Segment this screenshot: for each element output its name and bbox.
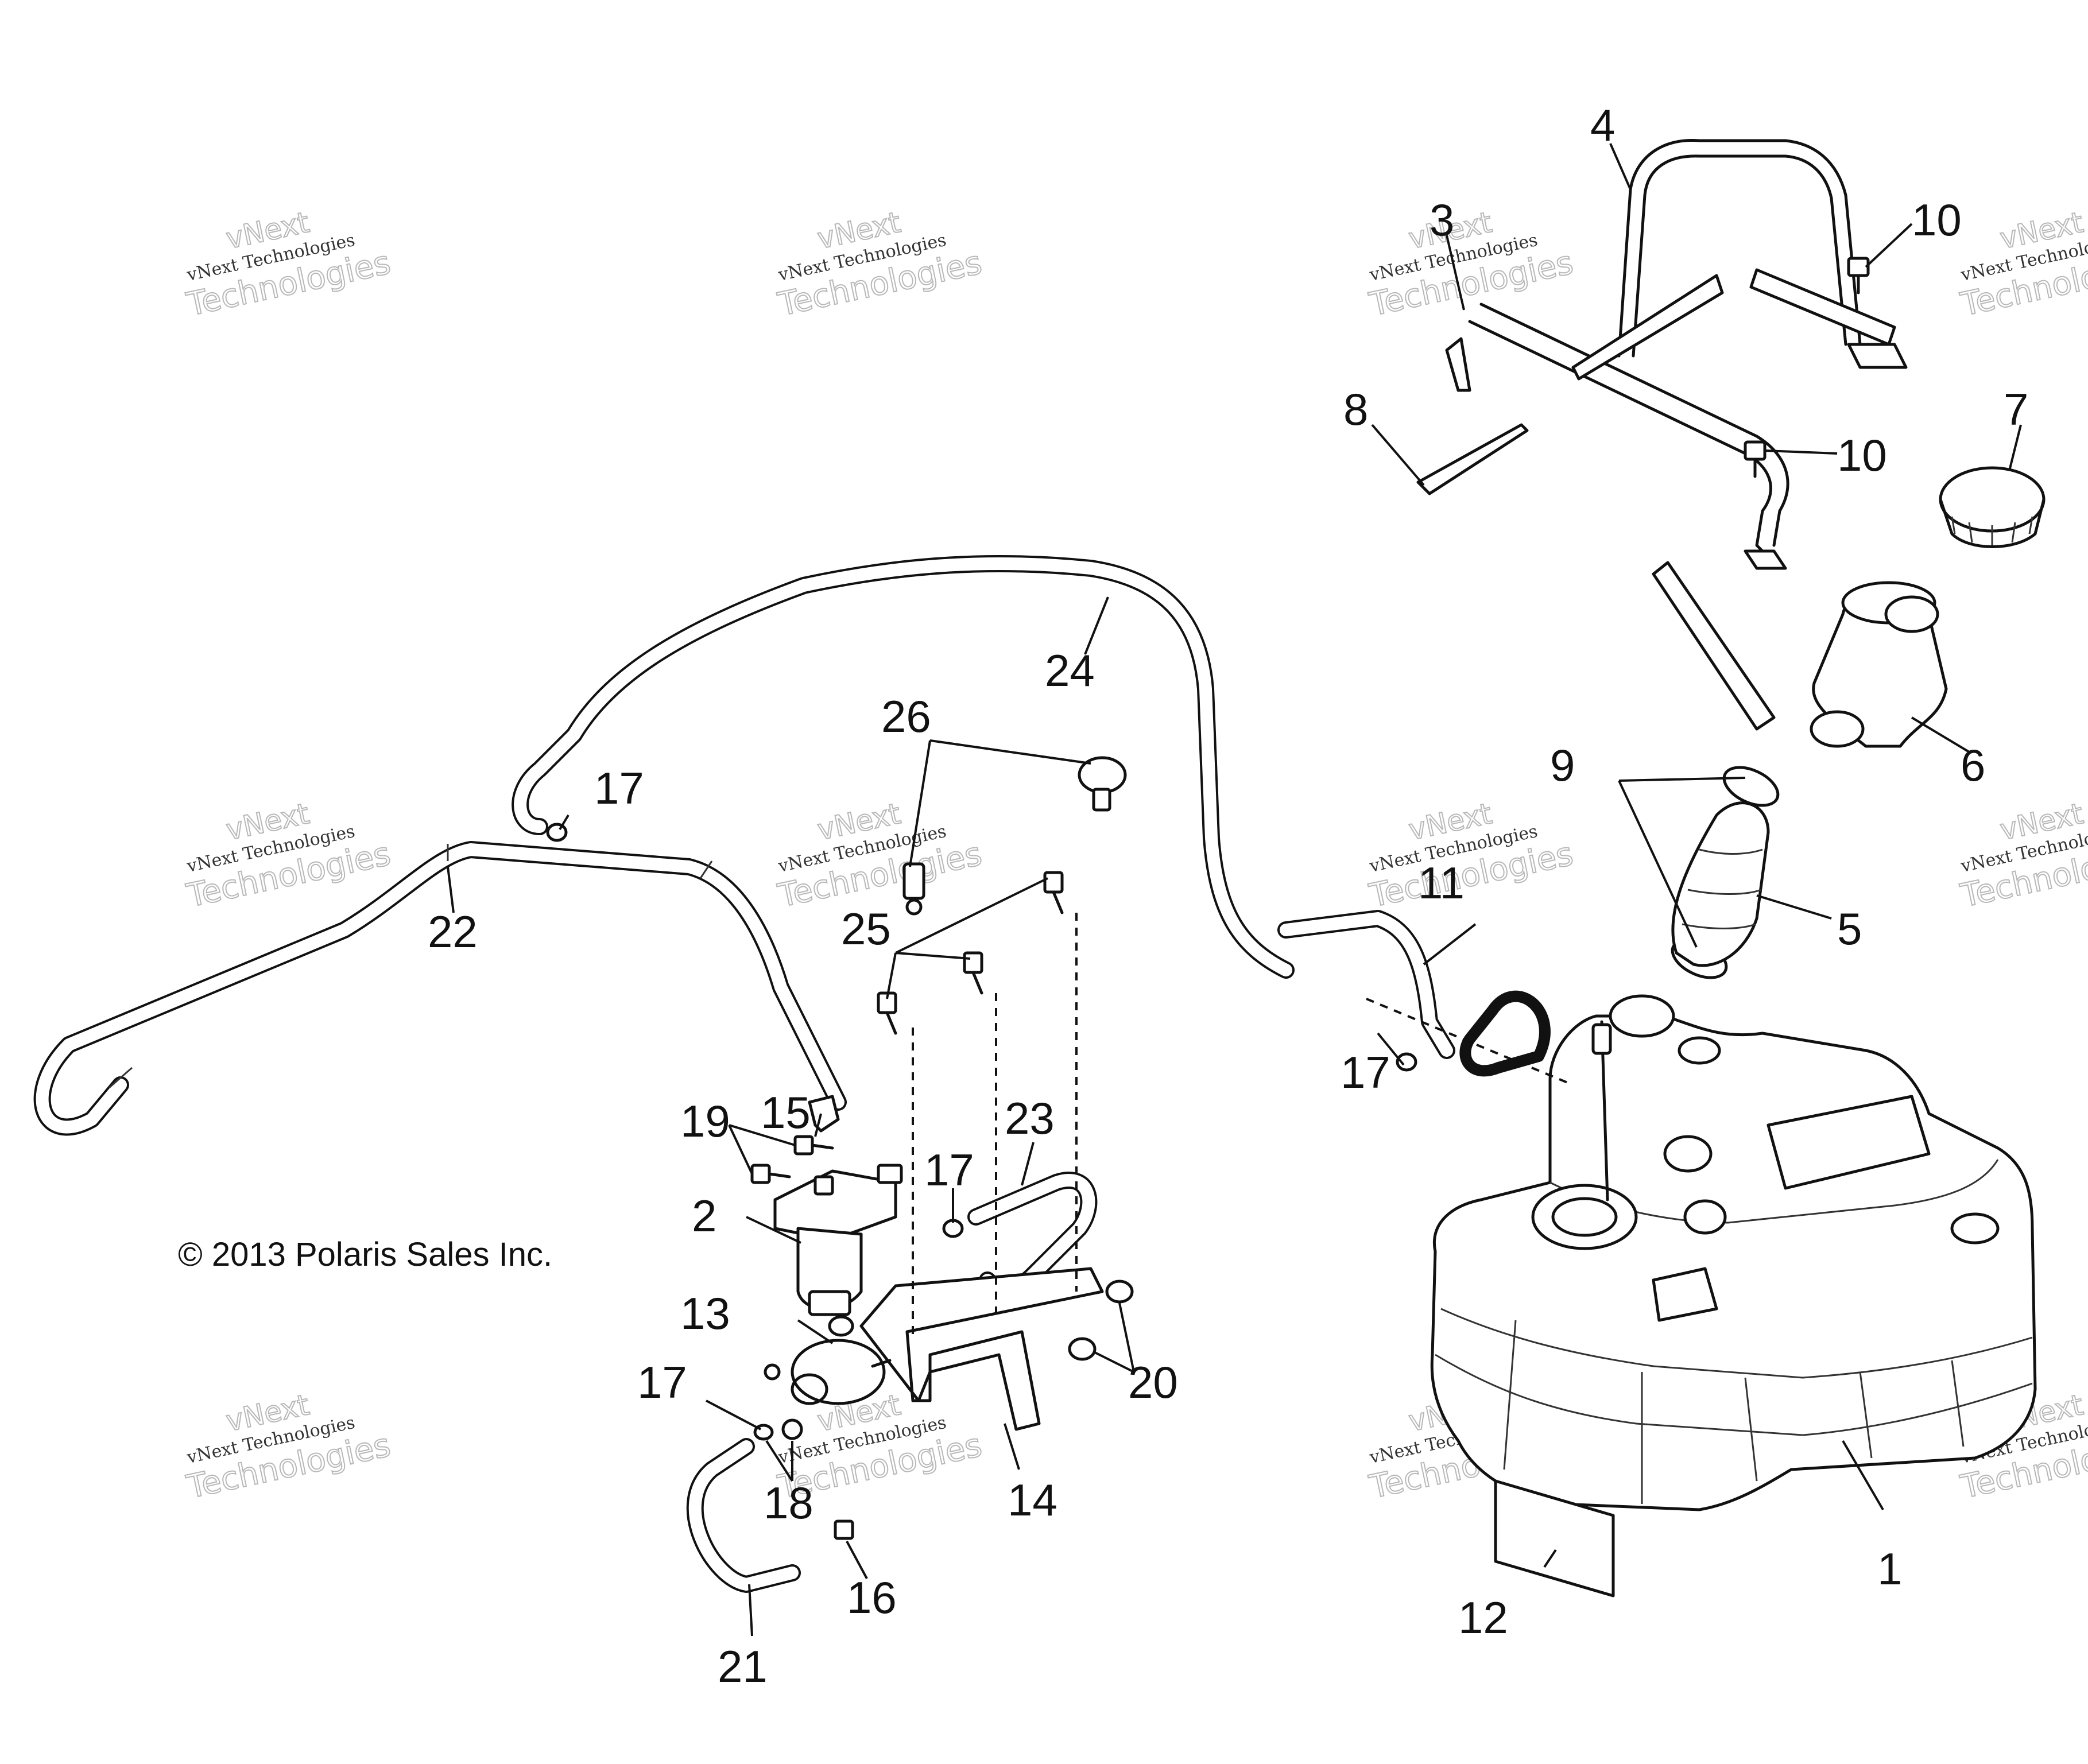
callout-label: 10 xyxy=(1837,430,1887,480)
callout-label: 25 xyxy=(841,904,891,954)
watermark: vNext vNext Technologies Technologies xyxy=(774,205,985,324)
vent-hose-11 xyxy=(1277,910,1551,1077)
callout-label: 12 xyxy=(1458,1592,1508,1643)
vent-hose-22 xyxy=(33,841,847,1136)
callout-label: 20 xyxy=(1128,1357,1178,1408)
nut-20 xyxy=(1068,1280,1134,1361)
fitting-15 xyxy=(808,1095,840,1133)
callout-label: 3 xyxy=(1430,195,1454,245)
callout-label: 1 xyxy=(1877,1544,1902,1594)
callout-label: 5 xyxy=(1837,904,1862,954)
vent-hose-24 xyxy=(512,555,1295,979)
filler-hose-5 xyxy=(1671,801,1770,967)
clamp-18 xyxy=(753,1363,803,1441)
callout-label: 15 xyxy=(761,1087,811,1138)
callout-label: 4 xyxy=(1590,100,1615,150)
callout-label: 24 xyxy=(1045,645,1095,696)
leader-lines xyxy=(447,143,2022,1637)
watermark: vNext vNext Technologies Technologies xyxy=(183,205,394,324)
fuel-tank-1 xyxy=(1430,994,2037,1511)
callout-label: 14 xyxy=(1008,1475,1057,1525)
tank-strap-4 xyxy=(1617,138,1908,369)
callout-label: 11 xyxy=(1418,858,1465,908)
callout-label: 2 xyxy=(692,1191,716,1241)
callout-label: 17 xyxy=(924,1145,974,1195)
callout-label: 23 xyxy=(1005,1093,1055,1143)
callout-label: 8 xyxy=(1343,384,1368,435)
bolt-19 xyxy=(750,1135,834,1184)
fuel-filter-2 xyxy=(773,1164,903,1316)
watermark: vNext vNext Technologies Technologies xyxy=(183,796,394,916)
watermark: vNext vNext Technologies Technologies xyxy=(1957,205,2088,324)
watermark: vNext vNext Technologies Technologies xyxy=(183,1387,394,1507)
tank-label-12 xyxy=(1494,1479,1615,1598)
callout-label: 16 xyxy=(847,1572,897,1623)
mounting-bracket-14 xyxy=(859,1267,1104,1431)
hose-21 xyxy=(686,1438,801,1593)
valve-clamp-26 xyxy=(902,756,1127,916)
callout-label: 22 xyxy=(428,906,478,957)
bolt-25 xyxy=(877,871,1064,1035)
callouts: 1 2 3 4 5 6 7 8 9 10 10 11 12 13 14 15 1… xyxy=(428,100,2028,1692)
callout-label: 9 xyxy=(1550,740,1575,790)
callout-label: 21 xyxy=(718,1641,768,1692)
watermark: vNext vNext Technologies Technologies xyxy=(774,796,985,916)
watermark: vNext vNext Technologies Technologies xyxy=(1365,205,1576,324)
fuel-pump-13 xyxy=(791,1315,892,1405)
strap-pads-8 xyxy=(1416,268,1896,731)
assembly-lines xyxy=(912,913,1574,1337)
callout-label: 19 xyxy=(680,1096,730,1146)
callout-label: 7 xyxy=(2004,384,2028,435)
callout-label: 26 xyxy=(881,691,931,742)
callout-label: 13 xyxy=(680,1288,730,1339)
fuel-cap-7 xyxy=(1939,466,2046,548)
bolt-10 xyxy=(1744,257,1870,478)
cap-16 xyxy=(834,1519,854,1540)
callout-label: 18 xyxy=(764,1478,813,1528)
callout-label: 10 xyxy=(1912,195,1962,245)
callout-label: 17 xyxy=(594,763,644,813)
callout-label: 6 xyxy=(1961,740,1985,790)
filler-neck-6 xyxy=(1810,581,1948,748)
callout-label: 17 xyxy=(1341,1047,1390,1098)
copyright-notice: © 2013 Polaris Sales Inc. xyxy=(178,1236,552,1273)
watermark: vNext vNext Technologies Technologies xyxy=(1365,796,1576,916)
clamp-17 xyxy=(546,823,1417,1238)
callout-label: 17 xyxy=(637,1357,687,1408)
watermark: vNext vNext Technologies Technologies xyxy=(1957,796,2088,916)
